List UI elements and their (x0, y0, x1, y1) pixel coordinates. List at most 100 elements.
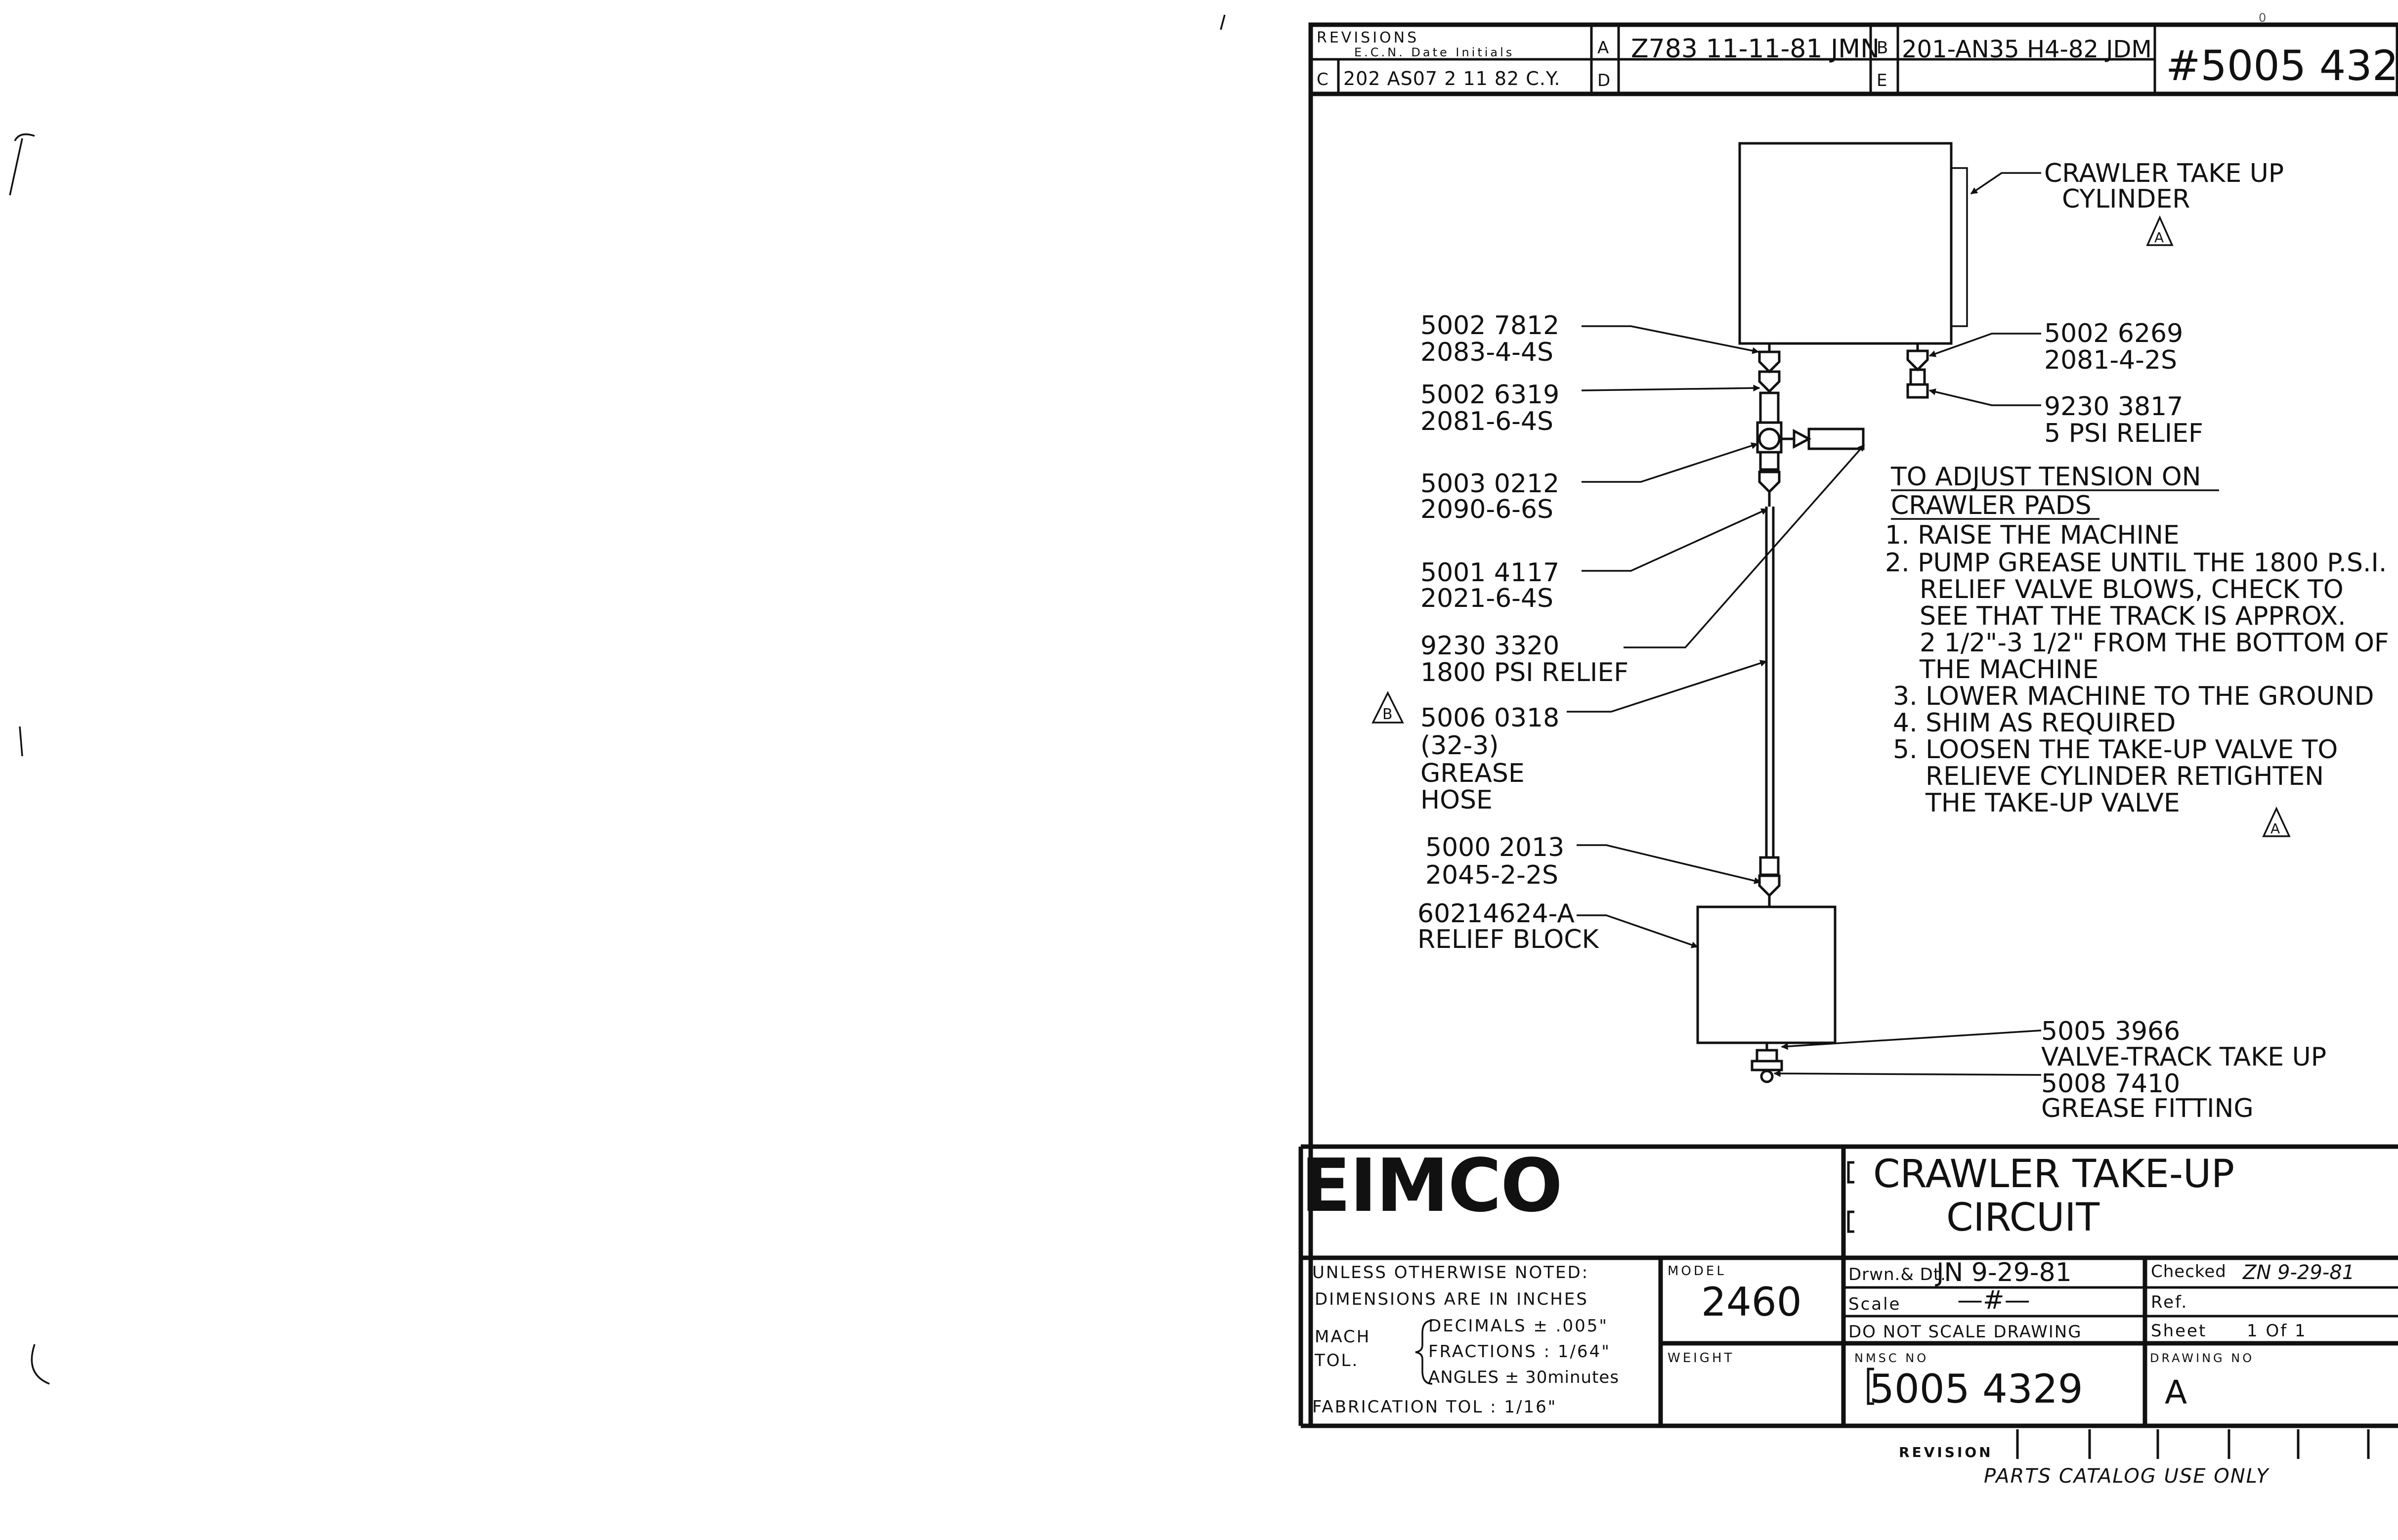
top-stamp: 0 (2259, 11, 2266, 25)
tolerance-note: FRACTIONS : 1/64" (1428, 1342, 1611, 1362)
callout-line: VALVE-TRACK TAKE UP (2041, 1042, 2326, 1072)
rev-letter-c: C (1317, 70, 1330, 89)
callout-p4: 5001 4117 2021-6-4S (1420, 558, 1559, 613)
model-label: MODEL (1668, 1264, 1726, 1279)
callout-line: 2090-6-6S (1420, 495, 1553, 524)
mach-tol-label: TOL. (1314, 1351, 1359, 1370)
callout-cylinder: CRAWLER TAKE UP CYLINDER A (2044, 159, 2284, 246)
take-up-valve (1751, 1043, 1783, 1083)
callout-p7: 5000 2013 2045-2-2S (1425, 833, 1564, 890)
callout-line: 60214624-A (1417, 899, 1575, 929)
drawing-title-line-1: CRAWLER TAKE-UP (1873, 1152, 2234, 1197)
drawing-frame (1298, 94, 2398, 1428)
company-logo: EIMCO (1301, 1143, 1562, 1228)
callout-line: 5000 2013 (1425, 833, 1564, 862)
callout-line: (32-3) (1420, 731, 1499, 761)
callout-p2: 5002 6319 2081-6-4S (1420, 380, 1559, 436)
title-block: EIMCO CRAWLER TAKE-UP CIRCUIT UNLESS OTH… (1301, 1143, 2398, 1426)
callout-line: 1800 PSI RELIEF (1420, 658, 1628, 687)
rev-letter-b: B (1877, 38, 1889, 58)
scale-label: Scale (1848, 1294, 1901, 1314)
callout-r1: 5002 6269 2081-4-2S (2044, 319, 2183, 375)
callout-p3: 5003 0212 2090-6-6S (1420, 469, 1559, 524)
instruction-line: RELIEVE CYLINDER RETIGHTEN (1926, 762, 2324, 791)
mach-tol-label: MACH (1315, 1327, 1370, 1347)
callout-p5: 9230 3320 1800 PSI RELIEF (1420, 631, 1628, 687)
revision-triangle-a-notes: A (2262, 806, 2291, 837)
take-up-cylinder (1738, 142, 1953, 345)
grease-hose (1765, 507, 1775, 857)
relief-block (1696, 905, 1837, 1044)
callout-line: CRAWLER TAKE UP (2044, 159, 2284, 188)
callout-line: 5 PSI RELIEF (2044, 419, 2203, 448)
instruction-line: THE TAKE-UP VALVE (1925, 788, 2180, 818)
instructions-heading: CRAWLER PADS (1891, 491, 2092, 520)
circuit-schematic (1696, 142, 1968, 1083)
callout-b2: 5008 7410 GREASE FITTING (2041, 1069, 2254, 1123)
instruction-line: 2 1/2"-3 1/2" FROM THE BOTTOM OF (1920, 628, 2389, 658)
callout-line: 5003 0212 (1420, 469, 1559, 499)
rev-entry-a: Z783 11-11-81 JMN (1631, 34, 1880, 64)
callout-line: 2021-6-4S (1420, 584, 1553, 613)
instruction-line: RELIEF VALVE BLOWS, CHECK TO (1920, 575, 2344, 604)
instruction-line: SEE THAT THE TRACK IS APPROX. (1920, 601, 2346, 631)
callout-p6: B 5006 0318 (32-3) GREASE HOSE (1371, 691, 1559, 815)
nmsc-label: NMSC NO (1854, 1351, 1928, 1365)
leader-lines (1567, 172, 2042, 1077)
parts-catalog-note: PARTS CATALOG USE ONLY (1984, 1465, 2270, 1488)
callout-line: GREASE FITTING (2041, 1094, 2254, 1123)
rev-entry-b: 201-AN35 H4-82 JDM (1902, 36, 2152, 63)
callout-line: 2081-4-2S (2044, 345, 2177, 375)
callout-line: 2045-2-2S (1425, 860, 1558, 890)
scale-value: —#— (1957, 1285, 2030, 1315)
callout-line: 5005 3966 (2041, 1017, 2180, 1046)
callout-line: 5002 6319 (1420, 380, 1559, 410)
drawing-no-value: A (2165, 1373, 2187, 1412)
instruction-line: 5. LOOSEN THE TAKE-UP VALVE TO (1893, 735, 2338, 765)
rev-entry-c: 202 AS07 2 11 82 C.Y. (1343, 68, 1560, 89)
rev-letter-a: A (1597, 38, 1610, 58)
callout-line: 5006 0318 (1420, 703, 1559, 733)
weight-label: WEIGHT (1668, 1351, 1734, 1366)
callout-line: 5002 6269 (2044, 319, 2183, 348)
revision-mark-a: A (2270, 820, 2280, 837)
drawn-value: JN 9-29-81 (1935, 1258, 2072, 1287)
tolerance-note: DIMENSIONS ARE IN INCHES (1315, 1289, 1588, 1309)
tolerance-note: FABRICATION TOL : 1/16" (1312, 1397, 1557, 1417)
lower-fittings (1758, 856, 1781, 907)
callout-p1: 5002 7812 2083-4-4S (1420, 311, 1559, 367)
rev-letter-d: D (1597, 71, 1612, 90)
checked-signature: ZN 9-29-81 (2242, 1261, 2355, 1284)
fitting-stack (1756, 343, 1865, 507)
revisions-subheader: E.C.N. Date Initials (1354, 45, 1514, 59)
model-number: 2460 (1701, 1279, 1802, 1325)
scan-marks (9, 14, 1226, 1385)
callout-line: HOSE (1420, 785, 1493, 815)
callout-line: 9230 3320 (1420, 631, 1559, 661)
corner-drawing-number: #5005 4329A (2166, 42, 2398, 90)
tolerance-note: UNLESS OTHERWISE NOTED: (1312, 1263, 1589, 1283)
revision-mark-b: B (1382, 706, 1393, 723)
revision-strip-label: REVISION (1899, 1444, 1993, 1460)
revision-triangle-b: B (1371, 691, 1404, 724)
drawing-no-label: DRAWING NO (2150, 1351, 2254, 1365)
instruction-line: 1. RAISE THE MACHINE (1885, 520, 2180, 550)
revision-triangle-a: A (2146, 215, 2174, 246)
callout-p8: 60214624-A RELIEF BLOCK (1417, 899, 1600, 954)
nmsc-number: 5005 4329 (1869, 1366, 2083, 1412)
callout-line: 5002 7812 (1420, 311, 1559, 341)
revision-strip: REVISION PARTS CATALOG USE ONLY (1899, 1429, 2370, 1488)
instruction-line: 4. SHIM AS REQUIRED (1893, 708, 2176, 738)
callout-line: 9230 3817 (2044, 392, 2183, 422)
instructions-heading: TO ADJUST TENSION ON (1890, 462, 2201, 492)
instruction-line: 3. LOWER MACHINE TO THE GROUND (1893, 682, 2374, 711)
callout-b1: 5005 3966 VALVE-TRACK TAKE UP (2041, 1017, 2326, 1072)
revision-block: REVISIONS E.C.N. Date Initials A Z783 11… (1308, 11, 2398, 96)
revisions-header: REVISIONS (1317, 29, 1419, 46)
callout-line: 2083-4-4S (1420, 338, 1553, 367)
sheet-value: 1 Of 1 (2247, 1321, 2307, 1341)
rev-letter-e: E (1877, 71, 1888, 90)
callout-line: 5001 4117 (1420, 558, 1559, 588)
tolerance-note: ANGLES ± 30minutes (1428, 1368, 1619, 1387)
